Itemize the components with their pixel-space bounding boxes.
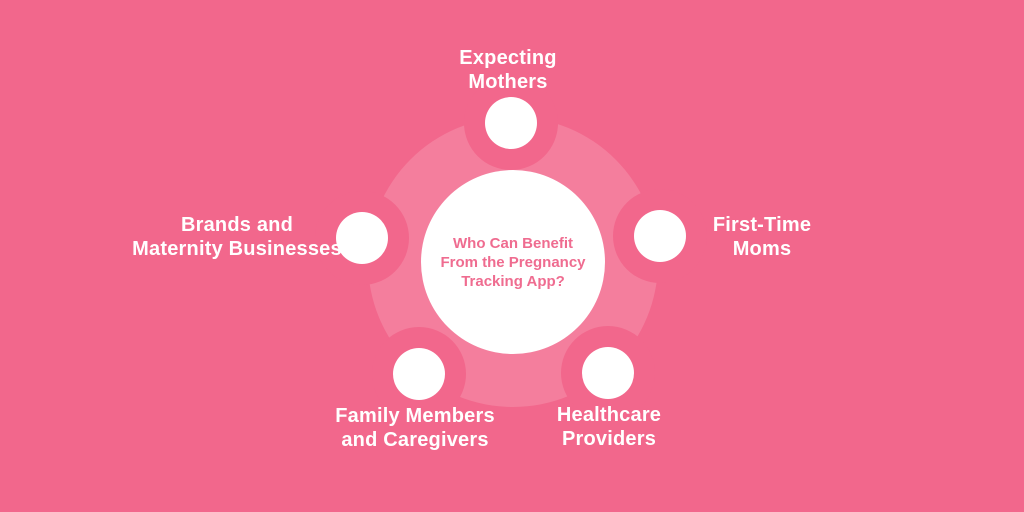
node-label-healthcare-providers: Healthcare Providers (556, 404, 662, 450)
node-label-brands-and-maternity-businesses: Brands and Maternity Businesses (132, 214, 342, 260)
node-dot-family-members-and-caregivers (393, 348, 445, 400)
node-dot-first-time-moms (634, 210, 686, 262)
center-title: Who Can Benefit From the Pregnancy Track… (440, 234, 586, 290)
center-circle: Who Can Benefit From the Pregnancy Track… (421, 170, 605, 354)
node-label-first-time-moms: First-Time Moms (712, 214, 812, 260)
node-dot-healthcare-providers (582, 347, 634, 399)
node-dot-brands-and-maternity-businesses (336, 212, 388, 264)
node-label-expecting-mothers: Expecting Mothers (459, 47, 557, 93)
node-label-family-members-and-caregivers: Family Members and Caregivers (335, 405, 495, 451)
node-dot-expecting-mothers (485, 97, 537, 149)
